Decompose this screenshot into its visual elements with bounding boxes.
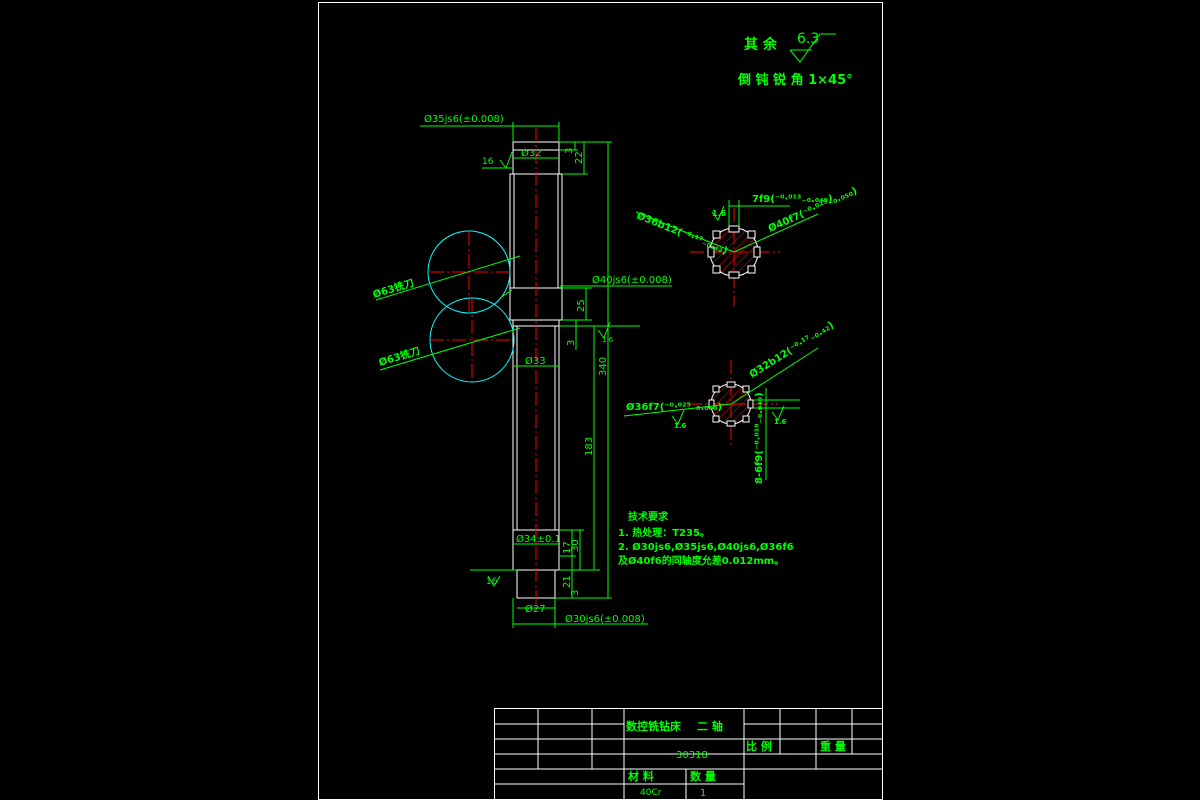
cutter2-circle: [429, 297, 515, 383]
dim-v17: 17: [562, 541, 573, 554]
sec2-width-label: 8-6f9(⁻⁰·⁰¹⁰₋₀.₀₄₀): [754, 392, 765, 484]
rough-symbol-bottom: [487, 575, 501, 587]
technical-requirements: 技术要求 1. 热处理：T235。 2. Ø30js6,Ø35js6,Ø40js…: [618, 510, 794, 567]
dim-v30: 30: [570, 539, 581, 552]
tb-quantity-label: 数 量: [690, 769, 716, 783]
cutter1-circle: [427, 230, 511, 314]
dim-v340: 340: [598, 357, 609, 376]
spline-b-tooth-5: [712, 385, 720, 393]
sec2-minor-label: Ø36f7(⁻⁰·⁰²⁵₋₀.₀₅₀): [626, 401, 722, 413]
spline-b-tooth-2: [726, 420, 736, 427]
tb-material-label: 材 料: [628, 769, 654, 783]
tb-scale-label: 比 例: [746, 739, 772, 753]
tb-machine-name: 数控铣钻床: [626, 719, 682, 733]
roughness-symbol: [789, 33, 836, 63]
spline-b-tooth-6: [742, 385, 750, 393]
tb-quantity-value: 1: [700, 788, 706, 799]
dim-d34: Ø34±0.1: [516, 533, 561, 545]
milling-cutters: [427, 230, 515, 383]
dim-v183: 183: [584, 437, 595, 456]
dim-d30: Ø30js6(±0.008): [565, 613, 645, 625]
section-top: 7f9(⁻⁰·⁰¹³₋₀.₀₄₉) Ø36b12(⁻⁰·¹⁷₋₀.₄₂) Ø40…: [635, 185, 859, 279]
sec2-rough-right: [771, 405, 785, 421]
dim-v3-bot: 3: [570, 590, 581, 596]
sec1-leader-major: [733, 213, 819, 253]
other-surfaces-label: 其 余: [744, 36, 778, 53]
sec1-leader-minor: [635, 211, 735, 253]
spline-tooth-6: [747, 230, 756, 239]
tb-weight-label: 重 量: [820, 739, 846, 753]
drawing-frame: [318, 2, 883, 800]
spline-tooth-7: [712, 265, 721, 274]
sec2-leader-major: [730, 347, 819, 405]
sec1-major-label: Ø40f7(⁻⁰·⁰²⁵₋₀.₀₅₀): [766, 185, 859, 235]
leader-cutter1-tick: [499, 289, 513, 299]
dim-d35: Ø35js6(±0.008): [424, 113, 504, 125]
spline-tooth-3: [707, 246, 715, 258]
dim-d32: Ø32: [521, 147, 542, 159]
spline-tooth-8: [747, 265, 756, 274]
dim-d33: Ø33: [525, 355, 546, 367]
cutter2-label: Ø63铣刀: [377, 344, 421, 369]
leader-cutter1: [375, 255, 521, 301]
sec2-rough-left-value: 1.6: [674, 422, 687, 430]
sec2-leader-minor: [623, 403, 732, 417]
spline-b-tooth-3: [708, 399, 715, 409]
spline-b-tooth-4: [747, 399, 754, 409]
dim-rough-bottom: 16: [486, 577, 498, 587]
tb-part-name: 二 轴: [697, 719, 723, 733]
rough-symbol-top: [499, 151, 513, 170]
dim-v3-mid: 3: [566, 340, 577, 346]
general-notes: 其 余 6.3 倒 钝 锐 角 1×45°: [737, 31, 853, 88]
spline-tooth-2: [728, 271, 740, 279]
tech-item-2: 2. Ø30js6,Ø35js6,Ø40js6,Ø36f6: [618, 541, 794, 553]
cutter1-label: Ø63铣刀: [371, 276, 415, 301]
spline-tooth-1: [728, 225, 740, 233]
tech-item-3: 及Ø40f6的同轴度允差0.012mm。: [618, 554, 784, 567]
dim-rough-top: 16: [482, 157, 494, 167]
tb-drawing-code: 30318: [676, 750, 708, 761]
dim-v3-top: 3: [564, 148, 575, 154]
spline-tooth-4: [753, 246, 761, 258]
sec2-rough-left: [671, 409, 685, 425]
spline-b-tooth-1: [726, 381, 736, 388]
sec2-rough-right-value: 1.6: [774, 418, 787, 426]
title-block-grid: [494, 708, 883, 800]
sec2-major-label: Ø32b12(⁻⁰·¹⁷₋₀.₄₂): [747, 319, 836, 381]
sec1-rough-value: 1.6: [712, 209, 727, 218]
dim-v22: 22: [574, 151, 585, 164]
tech-title: 技术要求: [628, 510, 669, 523]
spline-tooth-5: [712, 230, 721, 239]
spline-b-tooth-8: [742, 415, 750, 423]
tb-material-value: 40Cr: [640, 788, 662, 798]
sec1-rough-symbol: [711, 205, 725, 221]
section-bottom: Ø32b12(⁻⁰·¹⁷₋₀.₄₂) Ø36f7(⁻⁰·⁰²⁵₋₀.₀₅₀) 8…: [623, 319, 836, 484]
rough-symbol-datum: [597, 321, 611, 340]
title-block-text: 数控铣钻床 二 轴 30318 比 例 重 量 材 料 数 量 40Cr 1: [626, 719, 846, 799]
dim-d27: Ø27: [525, 603, 546, 615]
dimension-lines: [375, 122, 672, 628]
sec1-width-label: 7f9(⁻⁰·⁰¹³₋₀.₀₄₉): [752, 194, 833, 205]
dim-rough-datum: 1.6: [602, 336, 614, 344]
chamfer-note: 倒 钝 锐 角 1×45°: [737, 72, 853, 88]
dim-v21: 21: [562, 575, 573, 588]
spline-b-tooth-7: [712, 415, 720, 423]
dim-v25: 25: [576, 299, 587, 312]
dim-d40: Ø40js6(±0.008): [592, 274, 672, 286]
tech-item-1: 1. 热处理：T235。: [618, 526, 710, 539]
leader-cutter2: [379, 327, 521, 371]
